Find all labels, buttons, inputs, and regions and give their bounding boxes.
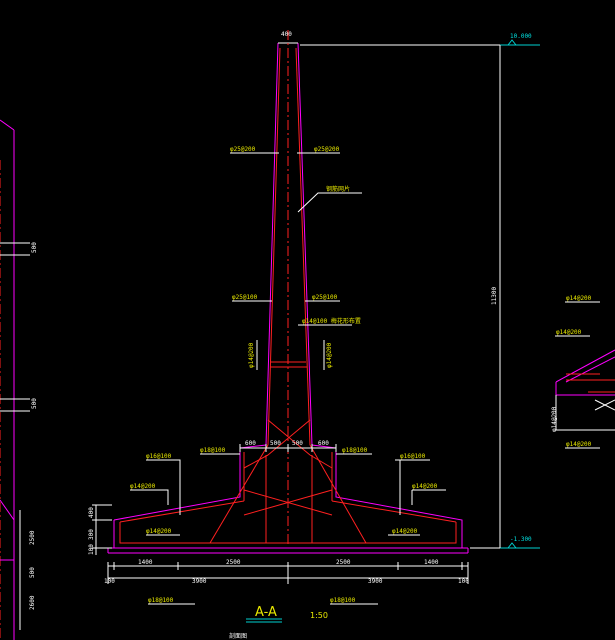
section-caption: 剖面图 [229,632,247,640]
rebar-slab-right: φ16@100 [400,453,426,460]
vdim-2: 300 [88,529,95,540]
neck-dimensions: 600 500 500 600 [239,440,337,452]
rebar-slab-left: φ16@100 [146,453,172,460]
rebar-upper-right: φ25@200 [314,146,340,153]
vdim-3: 100 [88,544,95,555]
footing-outline [107,444,469,554]
neck-dim-mid-left: 500 [270,440,281,447]
section-title-block: A-A 1:50 剖面图 [229,605,328,640]
base-dim-5: 1400 [424,559,439,566]
rebar-side-left: φ14@200 [248,342,255,368]
rebar-labels: φ25@200 φ25@200 钢筋网片 φ25@100 φ25@100 φ14… [130,146,446,605]
base-dim-2: 1400 [138,559,153,566]
rebar-heel-left: φ14@200 [146,528,172,535]
base-dimensions: 100 1400 2500 2500 1400 100 3900 3900 [104,559,469,585]
right-label-3: φ14@200 [566,441,592,448]
base-dim-4: 2500 [336,559,351,566]
rebar-stirrup: φ14@100 梅花形布置 [302,317,361,325]
elevation-top: 10.000 [510,33,532,40]
left-dim-5: 2600 [29,595,36,610]
section-scale: 1:50 [310,611,328,620]
base-total-right: 3900 [368,578,383,585]
left-dim-3: 2500 [29,530,36,545]
left-partial-view: 500 500 2500 500 2600 [0,119,38,640]
rebar-haunch2-right: φ14@200 [412,483,438,490]
right-label-1: φ14@200 [566,295,592,302]
rebar-tapered: 钢筋网片 [326,185,350,193]
neck-dim-mid-right: 500 [292,440,303,447]
rebar-mid-right: φ25@100 [312,294,338,301]
base-dim-6: 100 [458,578,469,585]
vdim-1: 400 [88,507,95,518]
total-height-dim: 11300 [491,287,498,305]
rebar-side-right: φ14@200 [326,342,333,368]
elevation-bottom: -1.300 [510,536,532,543]
rebar-upper-left: φ25@200 [230,146,256,153]
rebar-heel-right: φ14@200 [392,528,418,535]
rebar-mid-left: φ25@100 [232,294,258,301]
elevation-marks: 10.000 -1.300 11300 [300,33,540,549]
base-dim-1: 100 [104,578,115,585]
right-label-4: φ14@200 [551,406,558,432]
rebar-haunch-right: φ18@100 [342,447,368,454]
rebar-bottom-left: φ18@100 [148,597,174,604]
base-total-left: 3900 [192,578,207,585]
left-dim-2: 500 [31,398,38,409]
right-partial-view: φ14@200 φ14@200 φ14@200 φ14@200 [551,295,615,449]
left-dim-1: 500 [31,242,38,253]
neck-dim-left: 600 [245,440,256,447]
top-width-dim: 400 [281,31,292,38]
base-dim-3: 2500 [226,559,241,566]
neck-dim-right: 600 [318,440,329,447]
rebar-haunch-left: φ18@100 [200,447,226,454]
right-label-2: φ14@200 [556,329,582,336]
section-title: A-A [255,605,277,620]
left-dim-4: 500 [29,567,36,578]
rebar-bottom-right: φ18@100 [330,597,356,604]
rebar-haunch2-left: φ14@200 [130,483,156,490]
vertical-dimensions: 400 300 100 [88,504,112,555]
